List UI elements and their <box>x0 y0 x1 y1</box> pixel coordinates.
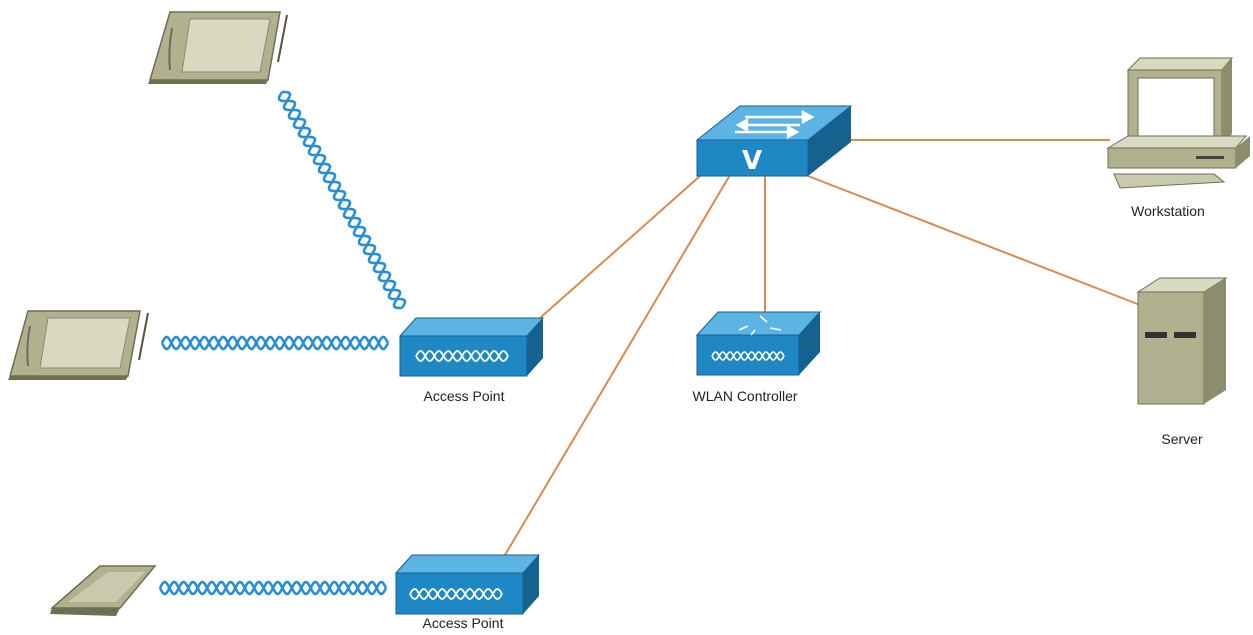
wireless-signal-tablet-middle <box>160 335 390 351</box>
link-switch-access-point-2 <box>504 174 731 556</box>
server-icon <box>1136 277 1228 405</box>
access-point-1-label: Access Point <box>423 388 505 404</box>
wired-links <box>504 139 1141 556</box>
workstation-icon <box>1106 57 1250 189</box>
wlc-wave-lines <box>711 351 785 361</box>
tablet-icon <box>148 11 288 84</box>
pda-bottom[interactable] <box>50 565 157 616</box>
access-point-1[interactable] <box>398 317 545 377</box>
wireless-signal-pda-bottom <box>158 580 388 596</box>
access-point-2-label: Access Point <box>422 615 504 631</box>
link-switch-server <box>807 175 1141 306</box>
wlan-controller[interactable] <box>695 311 822 376</box>
tablet-middle[interactable] <box>8 310 149 380</box>
wireless-signal-tablet-top <box>277 90 407 310</box>
access-point-2[interactable] <box>394 554 541 615</box>
ap1-wave-lines <box>415 350 509 362</box>
switch-icon: V <box>695 105 853 177</box>
wireless-wave-icon <box>409 588 503 600</box>
wlan-controller-icon <box>695 311 822 376</box>
wireless-links <box>158 90 407 596</box>
workstation[interactable] <box>1106 57 1250 189</box>
wireless-wave-icon <box>711 351 785 361</box>
ap2-wave-lines <box>409 588 503 600</box>
switch-mark: V <box>742 146 762 176</box>
handheld-icon <box>50 565 157 616</box>
link-switch-access-point-1 <box>539 175 701 319</box>
arrows-icon <box>735 109 815 140</box>
server-label: Server <box>1161 431 1203 447</box>
tablet-top[interactable] <box>148 11 288 84</box>
access-point-icon <box>394 554 541 615</box>
wireless-wave-icon <box>415 350 509 362</box>
switch[interactable]: V <box>695 105 853 177</box>
tablet-icon <box>8 310 149 380</box>
wlan-controller-label: WLAN Controller <box>692 388 798 404</box>
workstation-label: Workstation <box>1131 203 1205 219</box>
server[interactable] <box>1136 277 1228 405</box>
signal-burst-icon <box>738 315 782 336</box>
access-point-icon <box>398 317 545 377</box>
